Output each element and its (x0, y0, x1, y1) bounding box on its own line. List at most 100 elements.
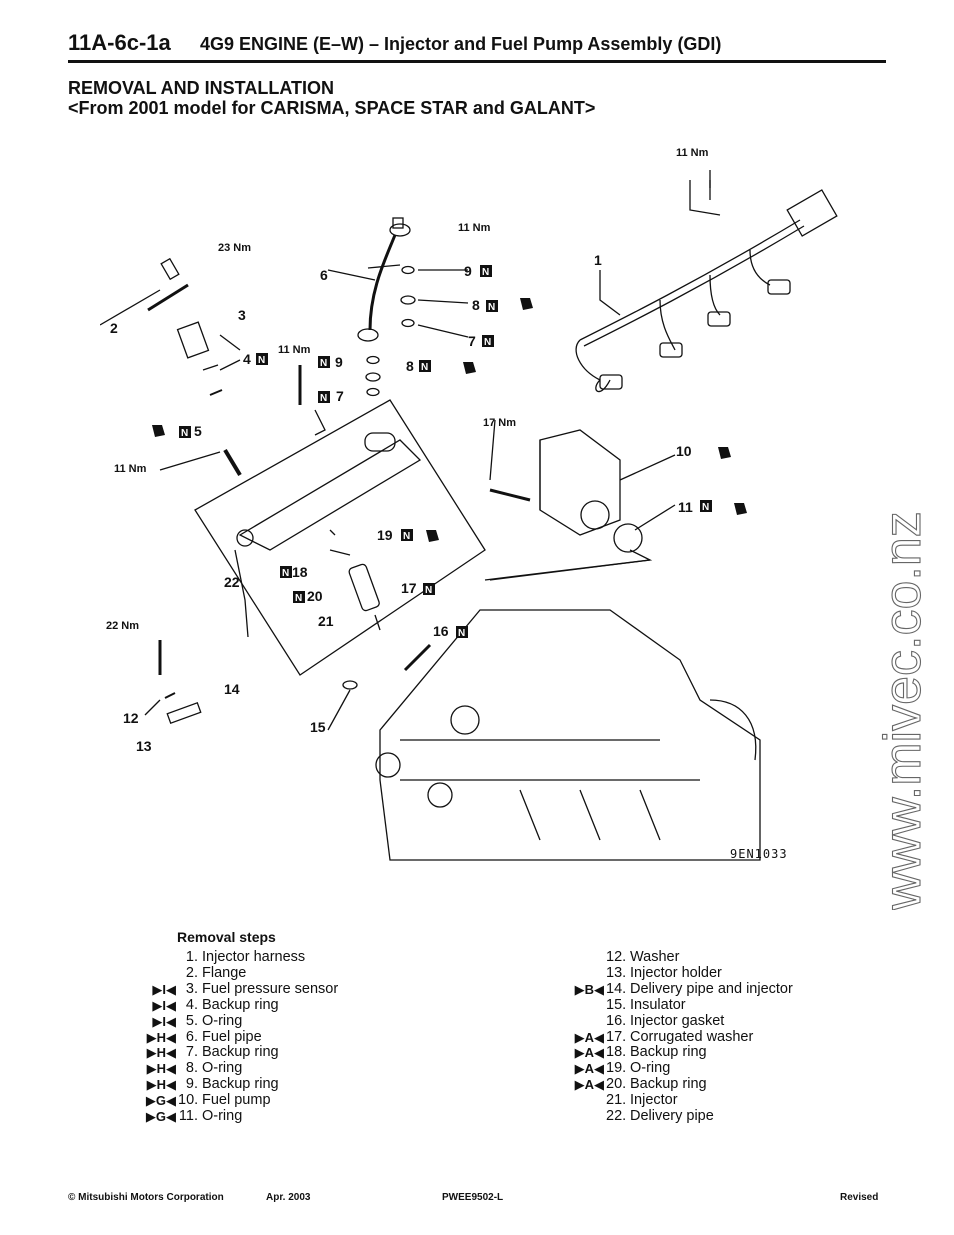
step-row: ▶H◀ 6.Fuel pipe (118, 1028, 338, 1046)
new-part-marks: N N N N N N N N N N N N N N (179, 265, 712, 639)
step-row: ▶H◀ 9.Backup ring (118, 1076, 338, 1093)
step-text: Backup ring (630, 1044, 707, 1061)
torque-sensor: 23 Nm (218, 242, 251, 254)
copyright-text: Mitsubishi Motors Corporation (78, 1192, 224, 1203)
svg-text:N: N (320, 358, 327, 369)
torque-harness: 11 Nm (676, 147, 709, 159)
svg-text:N: N (320, 393, 327, 404)
callout-13: 13 (136, 738, 152, 754)
step-text: Backup ring (202, 1076, 279, 1093)
svg-text:N: N (181, 428, 188, 439)
torque-pump: 17 Nm (483, 417, 516, 429)
callout-4: 4 (243, 351, 251, 367)
footer-doc-number: PWEE9502-L (442, 1192, 504, 1203)
step-mark: ▶A◀ (574, 1045, 604, 1061)
step-text: Fuel pressure sensor (202, 980, 339, 997)
step-text: Injector (630, 1092, 678, 1109)
section-title: REMOVAL AND INSTALLATION (68, 78, 334, 98)
steps-list-left: 1.Injector harness 2.Flange ▶I◀3.Fuel pr… (118, 949, 339, 1125)
step-row: ▶I◀ 5.O-ring (118, 1012, 338, 1030)
step-mark: ▶G◀ (145, 1093, 176, 1109)
step-number: 21. (606, 1092, 627, 1109)
step-row: 15.Insulator (546, 996, 793, 1014)
step-text: O-ring (202, 1012, 243, 1029)
step-row: ▶A◀17.Corrugated washer (546, 1028, 793, 1046)
svg-text:N: N (421, 362, 428, 373)
step-row: ▶A◀20.Backup ring (546, 1076, 793, 1093)
step-mark: ▶H◀ (146, 1077, 176, 1093)
callout-20: 20 (307, 588, 323, 604)
step-mark: ▶I◀ (152, 997, 176, 1013)
step-mark: ▶G◀ (145, 1109, 176, 1125)
callout-2: 2 (110, 320, 118, 336)
step-row: ▶I◀3.Fuel pressure sensor (118, 980, 339, 998)
step-mark: ▶A◀ (574, 1029, 604, 1045)
step-number: 19. (606, 1060, 627, 1077)
torque-holder: 22 Nm (106, 620, 139, 632)
watermark: www.mivec.co.nz (873, 511, 932, 910)
diagram-code: 9EN1033 (730, 847, 788, 861)
step-number: 11. (178, 1108, 198, 1125)
step-text: Fuel pipe (202, 1028, 262, 1045)
step-row: ▶H◀8.O-ring (118, 1060, 338, 1077)
injector-harness-drawing (575, 180, 838, 393)
footer-copyright: © Mitsubishi Motors Corporation (68, 1192, 224, 1203)
callout-12: 12 (123, 710, 139, 726)
step-mark (546, 950, 606, 966)
svg-text:N: N (282, 568, 289, 579)
step-mark: ▶I◀ (152, 1013, 176, 1029)
svg-text:N: N (258, 355, 265, 366)
step-text: Fuel pump (202, 1092, 271, 1109)
callout-3: 3 (238, 307, 246, 323)
steps-list-right: 12.Washer 13.Injector holder ▶B◀14.Deliv… (546, 949, 793, 1125)
step-mark: ▶H◀ (146, 1061, 176, 1077)
callout-15: 15 (310, 719, 326, 735)
step-mark (118, 966, 178, 982)
step-mark (546, 1109, 606, 1125)
step-number: 14. (606, 980, 627, 997)
exploded-diagram: 1 2 3 4 5 6 7 7 8 8 9 9 10 11 12 13 14 1… (100, 147, 838, 861)
step-mark: ▶H◀ (146, 1029, 176, 1045)
section-subtitle: <From 2001 model for CARISMA, SPACE STAR… (68, 98, 596, 118)
callout-5: 5 (194, 423, 202, 439)
step-number: 5. (185, 1012, 198, 1029)
footer-status: Revised (840, 1192, 879, 1203)
callout-1: 1 (594, 252, 602, 268)
step-row: ▶A◀18.Backup ring (546, 1045, 793, 1061)
step-mark: ▶A◀ (574, 1061, 604, 1077)
callout-9a: 9 (464, 263, 472, 279)
callout-9b: 9 (335, 354, 343, 370)
oil-icons (152, 298, 747, 542)
callout-8a: 8 (472, 297, 480, 313)
step-mark (118, 950, 178, 966)
svg-text:N: N (482, 267, 489, 278)
svg-text:N: N (488, 302, 495, 313)
step-number: 15. (606, 996, 627, 1013)
step-text: Injector holder (630, 964, 722, 981)
step-number: 1. (185, 949, 198, 965)
torque-delivery: 11 Nm (114, 463, 147, 475)
step-number: 16. (606, 1012, 627, 1029)
step-row: 21.Injector (546, 1092, 793, 1109)
callout-19: 19 (377, 527, 393, 543)
step-row: ▶I◀4.Backup ring (118, 997, 338, 1014)
step-number: 17. (606, 1028, 627, 1045)
step-row: 22.Delivery pipe (546, 1108, 793, 1125)
svg-text:N: N (425, 585, 432, 596)
callout-21: 21 (318, 613, 334, 629)
callout-18: 18 (292, 564, 308, 580)
step-mark: ▶H◀ (146, 1045, 176, 1061)
callout-10: 10 (676, 443, 692, 459)
svg-text:N: N (403, 531, 410, 542)
step-mark (546, 966, 606, 982)
step-row: ▶H◀7.Backup ring (118, 1045, 338, 1061)
step-text: Injector harness (202, 949, 306, 965)
step-number: 9. (185, 1076, 198, 1093)
step-mark (546, 998, 606, 1014)
callout-8b: 8 (406, 358, 414, 374)
step-text: Backup ring (202, 1044, 279, 1061)
step-row: 1.Injector harness (118, 949, 338, 966)
step-number: 6. (185, 1028, 198, 1045)
torque-bracket: 11 Nm (278, 344, 311, 356)
footer-date: Apr. 2003 (266, 1192, 311, 1203)
